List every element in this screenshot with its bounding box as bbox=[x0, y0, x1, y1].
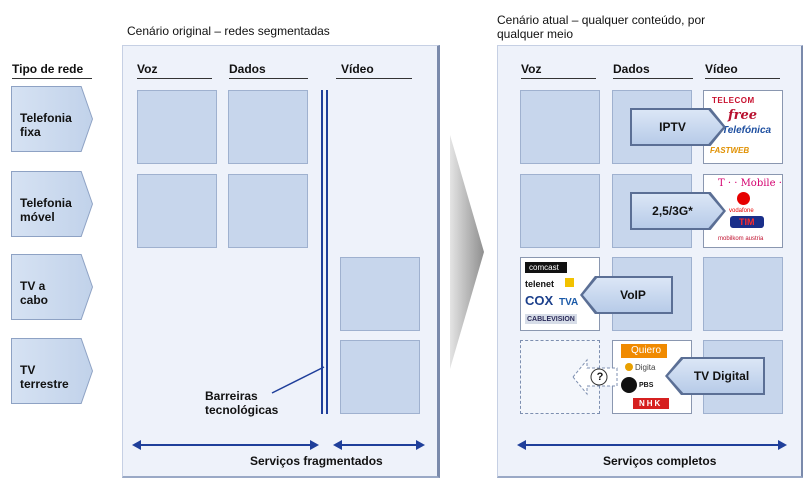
cox-logo: COX bbox=[525, 293, 554, 308]
telenet-icon bbox=[565, 278, 574, 287]
nhk-logo: NHK bbox=[639, 399, 663, 408]
telenet-logo: telenet bbox=[525, 279, 555, 289]
column-underline bbox=[705, 78, 780, 79]
column-underline bbox=[336, 78, 412, 79]
right-panel-title-line2: qualquer meio bbox=[497, 27, 574, 41]
right-panel-title-line1: Cenário atual – qualquer conteúdo, por bbox=[497, 13, 706, 27]
tva-logo: TVA bbox=[559, 297, 579, 308]
column-header-video: Vídeo bbox=[705, 62, 738, 76]
comcast-badge bbox=[525, 262, 567, 273]
network-label-text: Telefonia fixa bbox=[20, 111, 72, 139]
column-header-data: Dados bbox=[613, 62, 650, 76]
comcast-logo: comcast bbox=[529, 263, 559, 272]
service-cell-voice-fixed bbox=[137, 90, 217, 164]
service-cell-video-cable bbox=[703, 257, 783, 331]
digita-logo: Digita bbox=[635, 363, 656, 372]
network-label-text: TV terrestre bbox=[20, 363, 69, 391]
telecom-italia-logo: TELECOM bbox=[712, 96, 755, 105]
telefonica-logo: Telefónica bbox=[722, 125, 772, 136]
service-cell-voice-mobile bbox=[520, 174, 600, 248]
network-type-header: Tipo de rede bbox=[12, 62, 84, 76]
service-cell-data-mobile bbox=[228, 174, 308, 248]
complete-services-label: Serviços completos bbox=[603, 454, 717, 468]
fastweb-logo: FASTWEB bbox=[710, 146, 750, 155]
column-underline bbox=[521, 78, 596, 79]
network-type-underline bbox=[12, 78, 92, 79]
tim-logo: TIM bbox=[739, 217, 755, 227]
digita-icon bbox=[625, 363, 633, 371]
nhk-badge bbox=[633, 398, 669, 409]
mobile-callout: 2,5/3G* bbox=[632, 194, 723, 228]
service-cell-voice-fixed bbox=[520, 90, 600, 164]
quiero-logo: Quiero bbox=[631, 345, 662, 356]
service-cell-data-fixed bbox=[228, 90, 308, 164]
tim-badge bbox=[730, 216, 764, 228]
mobilkom-logo: mobilkom austria bbox=[718, 236, 764, 242]
left-panel-title: Cenário original – redes segmentadas bbox=[127, 24, 330, 38]
voip-callout: VoIP bbox=[583, 278, 671, 312]
column-header-data: Dados bbox=[229, 62, 266, 76]
fragmented-services-label: Serviços fragmentados bbox=[250, 454, 383, 468]
question-mark: ? bbox=[596, 371, 604, 383]
network-label-text: TV a cabo bbox=[20, 279, 49, 307]
cablevision-badge bbox=[525, 314, 577, 324]
complete-services-arrow bbox=[517, 440, 787, 450]
technology-barrier-line bbox=[326, 90, 328, 414]
vodafone-logo: vodafone bbox=[729, 208, 754, 214]
barriers-label: Barreiras tecnológicas bbox=[205, 389, 279, 417]
tv-digital-callout: TV Digital bbox=[668, 359, 763, 393]
dashed-question-arrow bbox=[572, 358, 618, 396]
t-mobile-logo: T · · Mobile · bbox=[718, 178, 782, 189]
service-cell-voice-mobile bbox=[137, 174, 217, 248]
technology-barrier-line bbox=[321, 90, 323, 414]
column-underline bbox=[229, 78, 308, 79]
column-header-video: Vídeo bbox=[341, 62, 374, 76]
iptv-callout: IPTV bbox=[632, 110, 723, 144]
quiero-badge bbox=[621, 344, 667, 358]
pbs-icon bbox=[621, 377, 637, 393]
cablevision-logo: CABLEVISION bbox=[527, 316, 575, 323]
fragmented-services-arrows bbox=[132, 440, 425, 450]
transition-arrow bbox=[450, 135, 484, 369]
column-underline bbox=[137, 78, 212, 79]
column-header-voice: Voz bbox=[137, 62, 158, 76]
service-cell-video-cable bbox=[340, 257, 420, 331]
network-label-text: Telefonia móvel bbox=[20, 196, 72, 224]
column-underline bbox=[613, 78, 693, 79]
service-cell-video-terrestrial bbox=[340, 340, 420, 414]
free-logo: free bbox=[728, 108, 757, 123]
vodafone-icon bbox=[737, 192, 750, 205]
column-header-voice: Voz bbox=[521, 62, 542, 76]
pbs-logo: PBS bbox=[639, 382, 654, 389]
barrier-pointer-line bbox=[271, 366, 325, 394]
